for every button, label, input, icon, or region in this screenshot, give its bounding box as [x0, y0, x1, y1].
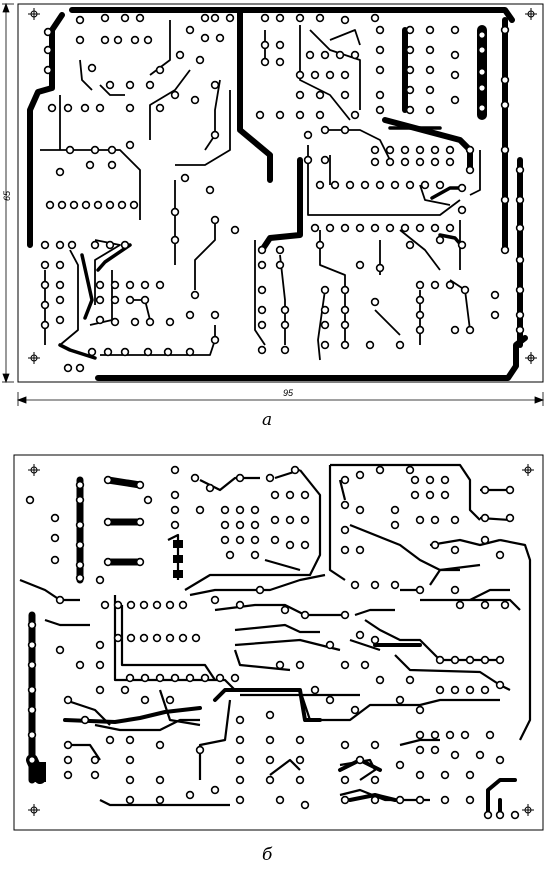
- mounting-hole-icon: [28, 464, 534, 816]
- panel-b-signal-traces: [19, 463, 532, 807]
- panel-a-board: 95 65: [2, 2, 545, 406]
- panel-a-caption: а: [262, 410, 273, 430]
- height-dimension-label: 65: [2, 190, 12, 201]
- width-dimension-label: 95: [283, 388, 294, 398]
- panel-a-bus-traces: [27, 7, 528, 381]
- panel-b-caption: б: [262, 845, 273, 865]
- panel-a-dimension-lines: [2, 2, 545, 406]
- mounting-hole-icon: [28, 8, 537, 364]
- panel-b-square-pads: [30, 540, 183, 782]
- panel-b-board: [13, 454, 544, 831]
